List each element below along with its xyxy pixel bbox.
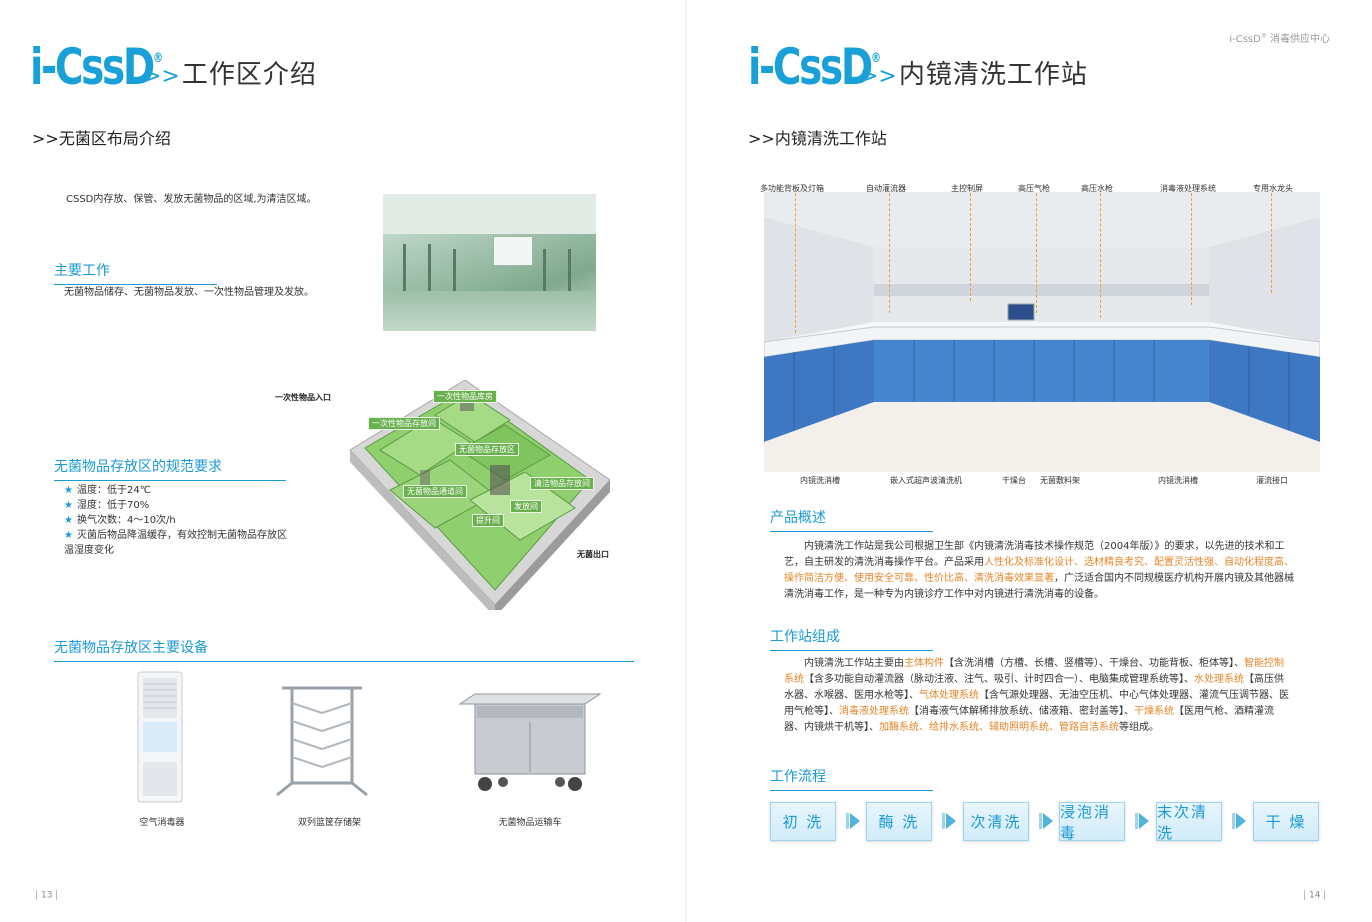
callout-top: 主控制屏	[951, 184, 983, 193]
callout-bottom: 嵌入式超声波清洗机	[890, 476, 962, 485]
flow-arrow-icon	[1232, 813, 1246, 829]
sterile-room-photo	[383, 194, 596, 331]
fp-label-clean-cabinet: 清洁物品存放间	[530, 477, 594, 490]
req-item-tail: 温湿度变化	[64, 545, 114, 556]
callout-top: 高压气枪	[1018, 184, 1050, 193]
callout-top: 专用水龙头	[1253, 184, 1293, 193]
workstation-drawing	[764, 192, 1320, 472]
flow-arrow-icon	[846, 813, 860, 829]
flow-step-initial-wash: 初 洗	[770, 802, 836, 841]
callout-bottom: 内镜洗消槽	[1158, 476, 1198, 485]
section-subtitle: >>无菌区布局介绍	[32, 129, 171, 148]
transport-cart-image	[458, 693, 602, 791]
floorplan-diagram: 一次性物品入口 一次性物品库房 一次性物品存放间 无菌物品存放区 无菌物品通道间…	[275, 379, 611, 617]
req-item: ★温度：低于24℃	[64, 485, 151, 496]
requirements-heading: 无菌物品存放区的规范要求	[54, 456, 286, 481]
overview-text: 内镜清洗工作站是我公司根据卫生部《内镜清洗消毒技术操作规范（2004年版）》的要…	[784, 541, 1294, 600]
callout-top: 高压水枪	[1081, 184, 1113, 193]
req-item: ★湿度：低于70%	[64, 500, 150, 511]
page-number: 14	[1300, 890, 1329, 901]
composition-heading: 工作站组成	[770, 626, 933, 651]
air-disinfector-image	[137, 671, 183, 803]
fp-label-exit: 无菌出口	[577, 550, 609, 559]
main-work-text: 无菌物品储存、无菌物品发放、一次性物品管理及发放。	[64, 287, 314, 298]
flow-arrow-icon	[1135, 813, 1149, 829]
fp-label-lift: 提升间	[472, 514, 504, 527]
page-gutter	[685, 0, 687, 922]
overview-heading: 产品概述	[770, 507, 933, 532]
fp-label-disposable-area: 一次性物品存放间	[368, 417, 440, 430]
callout-bottom: 干燥台	[1002, 476, 1026, 485]
callout-bottom: 无菌敷料架	[1040, 476, 1080, 485]
fp-label-sterile-store: 无菌物品存放区	[455, 443, 519, 456]
workstation-photo	[764, 192, 1320, 472]
page-title: >>内镜清洗工作站	[860, 60, 1088, 90]
flow-step-second-wash: 次清洗	[963, 802, 1029, 841]
requirements-list: ★温度：低于24℃ ★湿度：低于70% ★换气次数：4～10次/h ★灭菌后物品…	[64, 483, 314, 558]
running-header: i-CssD® 消毒供应中心	[1229, 32, 1330, 45]
equip-caption: 空气消毒器	[139, 818, 185, 828]
page-number: 13	[32, 890, 61, 901]
workflow-heading: 工作流程	[770, 766, 933, 791]
callout-top: 自动灌流器	[866, 184, 906, 193]
equip-caption: 无菌物品运输车	[498, 818, 562, 828]
flow-arrow-icon	[1039, 813, 1053, 829]
fp-label-sterile-corridor: 无菌物品通道间	[403, 485, 467, 498]
equipment-heading: 无菌物品存放区主要设备	[54, 637, 634, 662]
flow-step-dry: 干 燥	[1253, 802, 1319, 841]
flow-step-soak-disinfect: 浸泡消毒	[1059, 802, 1125, 842]
left-page: i-CssD® >>工作区介绍 >>无菌区布局介绍 CSSD内存放、保管、发放无…	[30, 38, 634, 901]
fp-label-disposable-store: 一次性物品库房	[433, 390, 497, 403]
basket-rack-image	[276, 686, 368, 797]
brand-logo: i-CssD®	[30, 38, 164, 96]
brand-logo: i-CssD®	[748, 38, 882, 96]
callout-bottom: 灌流接口	[1256, 476, 1288, 485]
composition-text: 内镜清洗工作站主要由主体构件【含洗消槽（方槽、长槽、竖槽等）、干燥台、功能背板、…	[784, 658, 1289, 733]
req-item: ★灭菌后物品降温缓存，有效控制无菌物品存放区	[64, 530, 287, 541]
intro-text: CSSD内存放、保管、发放无菌物品的区域,为清洁区域。	[66, 194, 317, 205]
flow-arrow-icon	[942, 813, 956, 829]
page-title: >>工作区介绍	[143, 60, 317, 90]
section-subtitle: >>内镜清洗工作站	[748, 129, 887, 148]
callout-bottom: 内镜洗消槽	[800, 476, 840, 485]
callout-top: 多功能背板及灯箱	[760, 184, 824, 193]
callout-top: 消毒液处理系统	[1160, 184, 1216, 193]
req-item: ★换气次数：4～10次/h	[64, 515, 176, 526]
main-work-heading: 主要工作	[54, 260, 217, 285]
flow-step-final-wash: 末次清洗	[1156, 802, 1222, 842]
flow-step-enzyme-wash: 酶 洗	[866, 802, 932, 841]
equip-caption: 双列篮筐存储架	[297, 818, 361, 828]
fp-label-entry: 一次性物品入口	[275, 393, 331, 402]
fp-label-dispatch: 发放间	[510, 500, 542, 513]
